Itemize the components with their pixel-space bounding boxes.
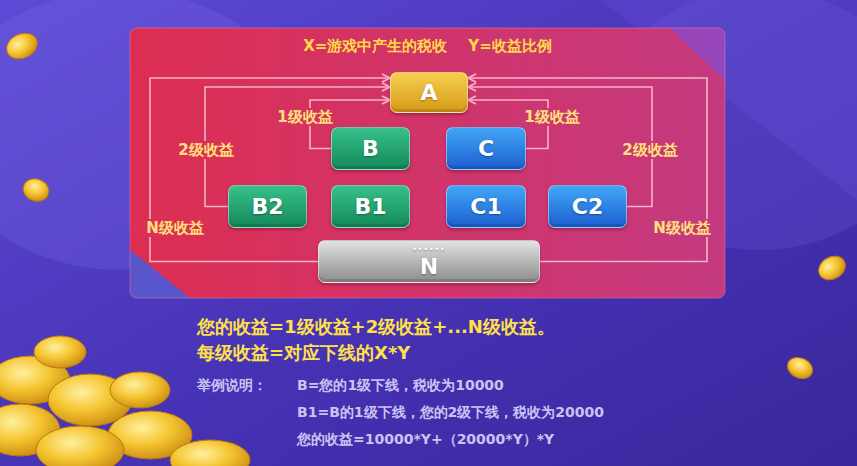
coin — [34, 336, 86, 368]
tier-box: B2 — [228, 185, 307, 228]
tier-box: A — [390, 72, 468, 113]
formula-text: 每级收益=对应下线的X*Y — [197, 342, 410, 364]
coin — [2, 28, 41, 63]
edge-label: 1级收益 — [521, 108, 582, 126]
diagram-title: X=游戏中产生的税收 Y=收益比例 — [130, 37, 725, 55]
panel-corner — [670, 28, 725, 80]
example-text: 您的收益=10000*Y+（20000*Y）*Y — [297, 431, 554, 448]
tier-box: ······N — [318, 240, 540, 283]
example-text: B1=B的1级下线，您的2级下线，税收为20000 — [297, 404, 604, 421]
coin — [36, 426, 124, 466]
edge-label: N级收益 — [650, 219, 714, 237]
panel-fill — [130, 28, 725, 298]
box-label: C — [478, 137, 494, 160]
box-label: C2 — [572, 195, 603, 218]
panel-border — [130, 28, 725, 298]
panel-corner — [130, 250, 190, 298]
example-text: 举例说明： — [197, 377, 267, 394]
coin — [170, 440, 250, 466]
tier-box: B — [331, 127, 410, 170]
box-label: B1 — [354, 195, 386, 218]
box-label: A — [420, 81, 437, 104]
example-text: B=您的1级下线，税收为10000 — [297, 377, 504, 394]
formula-text: 您的收益=1级收益+2级收益+...N级收益。 — [197, 316, 555, 338]
edge-label: 2级收益 — [619, 141, 680, 159]
box-label: C1 — [470, 195, 501, 218]
box-label: ······ — [412, 245, 445, 255]
coin — [784, 353, 816, 382]
panel — [130, 28, 725, 298]
box-label: N — [420, 255, 438, 278]
tier-box: C — [446, 127, 526, 170]
edge-label: 2级收益 — [175, 141, 236, 159]
coin — [110, 372, 170, 408]
tier-box: C1 — [446, 185, 526, 228]
tier-box: C2 — [548, 185, 627, 228]
edge-label: 1级收益 — [274, 108, 335, 126]
edge-label: N级收益 — [143, 219, 207, 237]
coin — [814, 251, 849, 284]
coins — [0, 28, 850, 466]
box-label: B2 — [251, 195, 283, 218]
tier-box: B1 — [331, 185, 410, 228]
box-label: B — [362, 137, 379, 160]
coin — [20, 175, 52, 205]
